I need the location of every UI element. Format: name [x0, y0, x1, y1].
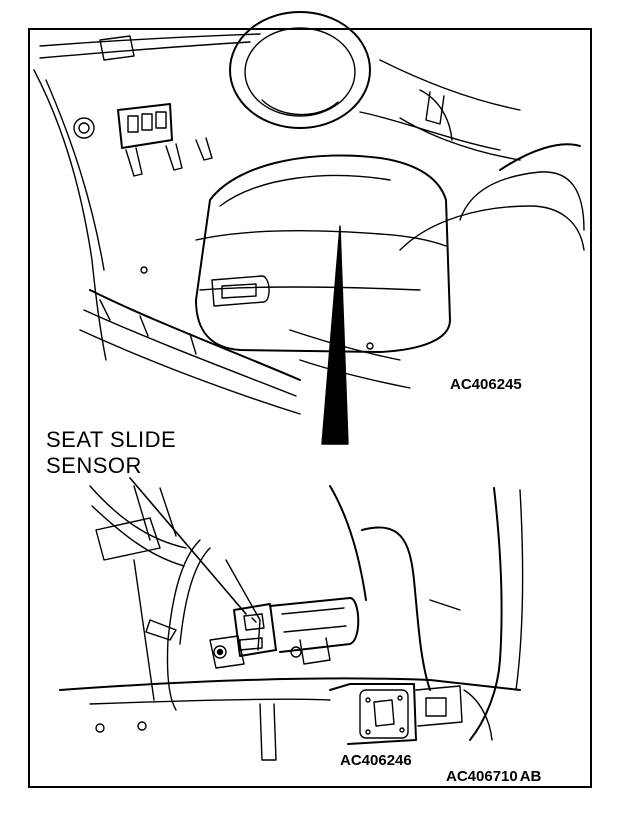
callout-line-2: SENSOR [46, 453, 142, 478]
bottom-view-seat-rail [59, 485, 524, 761]
top-view-interior [33, 11, 585, 415]
sensor-leader-line [129, 477, 247, 615]
figure-suffix: AB [519, 768, 542, 785]
figure-code: AC406710 [446, 768, 518, 785]
detail-pointer-wedge [321, 225, 349, 445]
bottom-view-code: AC406246 [340, 752, 412, 769]
top-view-code: AC406245 [450, 376, 522, 393]
figure-frame [28, 28, 592, 788]
callout-line-1: SEAT SLIDE [46, 427, 177, 452]
